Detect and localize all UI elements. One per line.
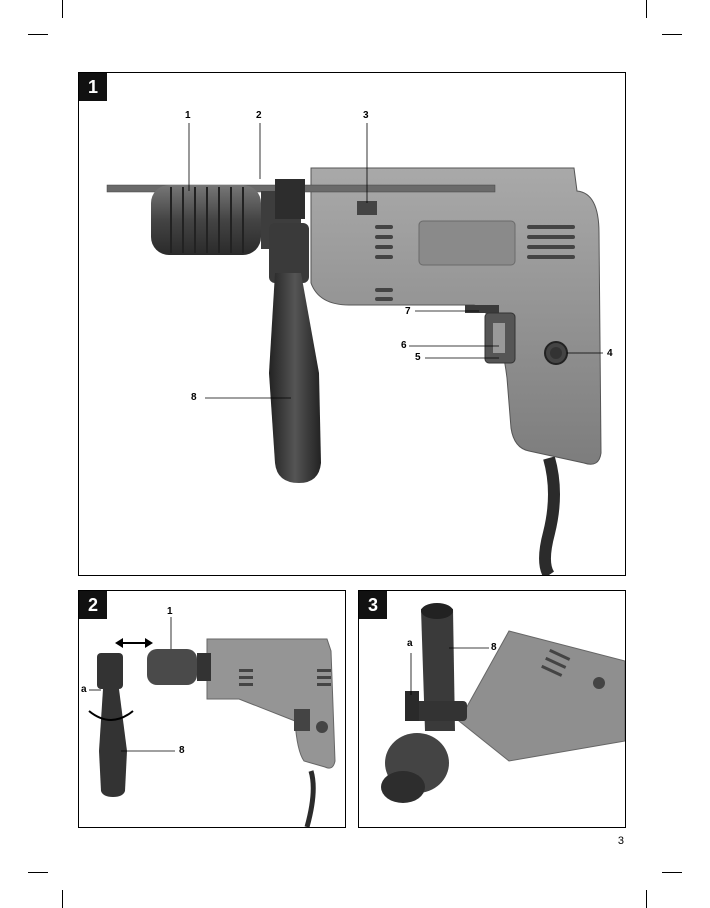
callout-4: 4 (607, 349, 613, 359)
callout-lines (79, 73, 625, 575)
callout-5: 5 (415, 353, 421, 363)
page-number: 3 (618, 835, 624, 847)
callout-7: 7 (405, 307, 411, 317)
crop-mark (646, 0, 647, 18)
callout-6: 6 (401, 341, 407, 351)
callout-1: 1 (185, 111, 191, 121)
callout-8: 8 (191, 393, 197, 403)
callout-1: 1 (167, 607, 173, 617)
crop-mark (662, 34, 682, 35)
callout-2: 2 (256, 111, 262, 121)
crop-mark (62, 890, 63, 908)
figure-3: 3 a 8 (358, 590, 626, 828)
crop-mark (28, 34, 48, 35)
callout-a: a (81, 685, 87, 695)
crop-mark (28, 872, 48, 873)
callout-8: 8 (179, 746, 185, 756)
callout-3: 3 (363, 111, 369, 121)
crop-mark (62, 0, 63, 18)
crop-mark (646, 890, 647, 908)
callout-a: a (407, 639, 413, 649)
figure-1: 1 (78, 72, 626, 576)
drill-photo (79, 591, 345, 827)
figure-2: 2 1 a 8 (78, 590, 346, 828)
crop-mark (662, 872, 682, 873)
drill-photo (359, 591, 625, 827)
callout-8: 8 (491, 643, 497, 653)
